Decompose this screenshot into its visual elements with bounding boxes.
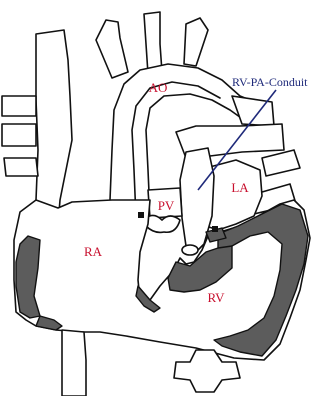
label-ao: AO — [149, 80, 168, 95]
left-subclavian-branch — [184, 18, 208, 66]
inferior-vena-cava — [62, 330, 86, 396]
label-conduit: RV-PA-Conduit — [232, 75, 308, 89]
left-pulmonary-vein-1 — [262, 150, 300, 176]
left-carotid-branch — [144, 12, 162, 74]
label-la: LA — [231, 180, 249, 195]
pulmonary-vein-stub-2 — [2, 124, 36, 146]
marker-left — [138, 212, 144, 218]
label-rv: RV — [207, 290, 225, 305]
pulmonary-vein-stub-1 — [2, 96, 36, 116]
conduit-base-oval — [182, 245, 198, 255]
label-ra: RA — [84, 244, 103, 259]
brachiocephalic-branch — [96, 20, 128, 78]
label-pv: PV — [158, 198, 175, 213]
marker-right — [212, 226, 218, 232]
pulmonary-vein-stub-3 — [4, 158, 38, 176]
ra-myocardium-left — [16, 236, 40, 318]
